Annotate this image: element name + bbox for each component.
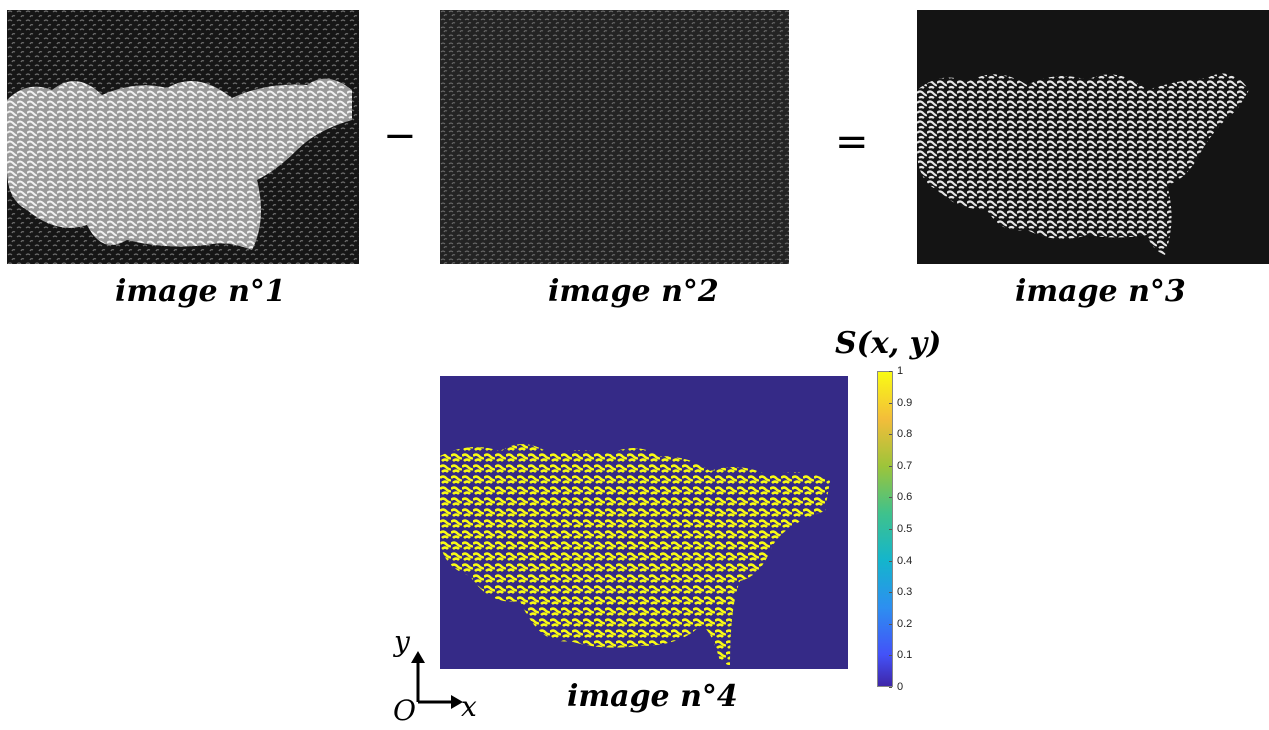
y-axis-label: y [394,625,410,658]
colorbar-tick-label: 0.2 [888,618,912,630]
colorbar-title: S(x, y) [835,326,942,361]
colorbar-tick-label: 0.4 [888,555,912,567]
axes-arrow-icon [411,651,463,709]
image-1-picture [7,10,359,264]
image-3-picture [917,10,1269,264]
colorbar-tick-label: 0.7 [888,460,912,472]
image-2-picture [440,10,789,264]
minus-sign: − [383,113,417,159]
colorbar-tick-label: 0.6 [888,491,912,503]
equals-sign: = [835,119,869,165]
image-1-caption: image n°1 [115,274,286,309]
image-2-caption: image n°2 [548,274,719,309]
origin-label: O [393,694,416,727]
colorbar-tick-label: 1 [888,365,903,377]
colorbar-tick-label: 0 [888,681,903,693]
image-1-panel [7,10,359,264]
colorbar-tick-label: 0.1 [888,649,912,661]
colorbar-tick-label: 0.8 [888,428,912,440]
image-4-caption: image n°4 [567,679,738,714]
colorbar-tick-label: 0.3 [888,586,912,598]
x-axis-label: x [461,690,477,723]
image-4-picture [440,376,848,669]
colorbar-tick-label: 0.9 [888,397,912,409]
image-3-caption: image n°3 [1015,274,1186,309]
colorbar [877,371,893,687]
image-4-panel [440,376,848,669]
image-2-panel [440,10,789,264]
image-3-panel [917,10,1269,264]
colorbar-tick-label: 0.5 [888,523,912,535]
